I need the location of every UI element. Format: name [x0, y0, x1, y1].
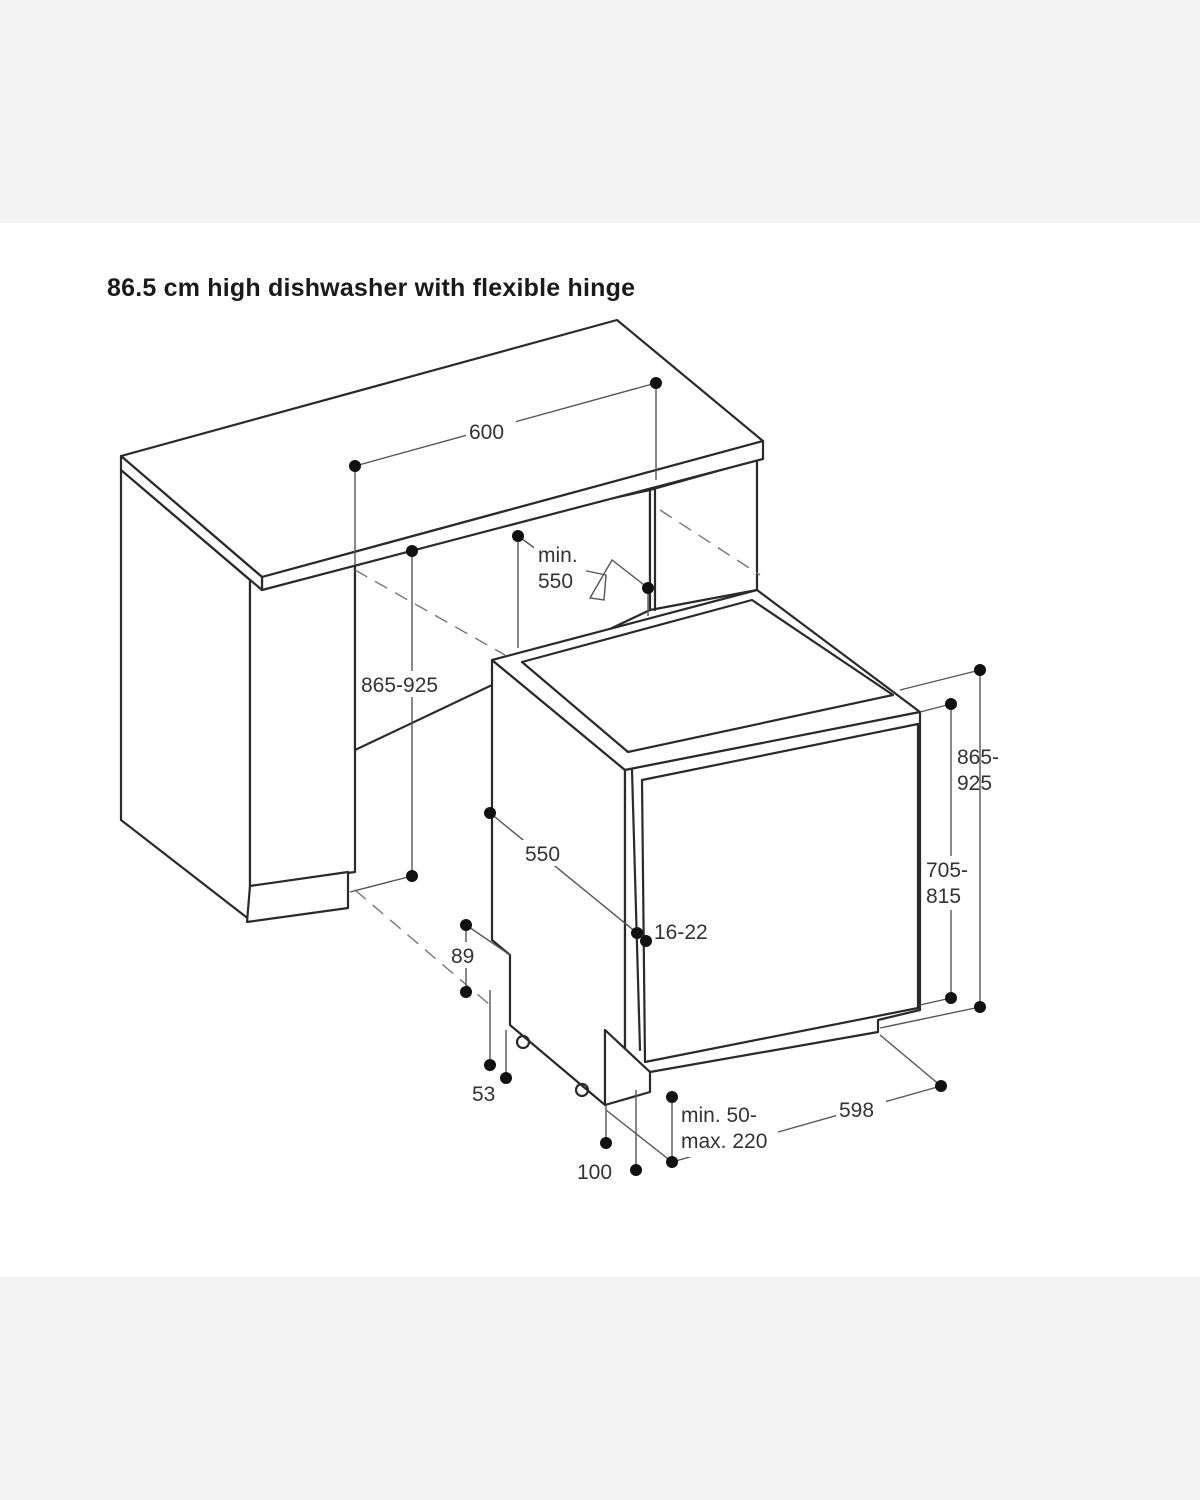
countertop-left-edge: [119, 454, 264, 592]
diagram-title: 86.5 cm high dishwasher with flexible hi…: [107, 274, 636, 302]
marker-door-thickness: [640, 935, 652, 947]
marker-appliance-height-top: [974, 664, 986, 676]
dishwasher-door: [640, 722, 920, 1064]
label-cabinet-width: 600: [469, 421, 504, 444]
cabinet-plinth: [245, 870, 350, 924]
dimension-markers: [349, 377, 986, 1176]
dim-ext-plinth-height: [465, 924, 511, 956]
label-door-height-line1: 705-: [926, 859, 968, 882]
bottom-margin-band: [0, 1277, 1200, 1500]
marker-niche-top: [406, 545, 418, 557]
label-plinth-gap-line1: min. 50-: [681, 1104, 757, 1127]
marker-plinth-gap-bottom: [666, 1156, 678, 1168]
dim-ext-appliance-height-bottom: [879, 1006, 981, 1029]
label-bg-600: [466, 418, 516, 444]
label-plinth-height: 89: [451, 945, 474, 968]
label-bg-min550: [534, 542, 586, 594]
marker-niche-bottom: [406, 870, 418, 882]
marker-53-left: [484, 1059, 496, 1071]
marker-53-right: [500, 1072, 512, 1084]
dishwasher-top-inset: [520, 598, 895, 754]
label-niche-height: 865-925: [361, 674, 438, 697]
label-recess-depth-min: min.: [538, 544, 578, 567]
label-appliance-depth: 550: [525, 843, 560, 866]
marker-min550-right: [642, 582, 654, 594]
marker-plinth-top: [460, 919, 472, 931]
top-margin-band: [0, 0, 1200, 223]
label-plinth-gap-line2: max. 220: [681, 1130, 767, 1153]
niche-floor-outline: [354, 509, 761, 1006]
foot-front: [574, 1082, 590, 1098]
foot-rear: [515, 1034, 531, 1050]
marker-door-height-bottom: [945, 992, 957, 1004]
label-recess-depth-value: 550: [538, 570, 573, 593]
marker-100-left: [600, 1137, 612, 1149]
dim-ext-appliance-height-top: [899, 669, 981, 691]
cabinet-front-panel: [248, 563, 357, 888]
label-foot-setback: 53: [472, 1083, 495, 1106]
marker-600-right: [650, 377, 662, 389]
marker-depth-front: [631, 927, 643, 939]
marker-door-height-top: [945, 698, 957, 710]
marker-plinth-bottom: [460, 986, 472, 998]
label-bg-598: [836, 1096, 886, 1122]
label-bg-plinth-gap: [678, 1101, 778, 1157]
marker-min550-left: [512, 530, 524, 542]
marker-plinth-gap-top: [666, 1091, 678, 1103]
label-appliance-width: 598: [839, 1099, 874, 1122]
label-door-thickness: 16-22: [654, 921, 708, 944]
niche-floor-dash-left: [354, 569, 506, 656]
dim-ext-598-right: [879, 1034, 942, 1087]
dim-line-100: [605, 1109, 673, 1163]
marker-depth-rear: [484, 807, 496, 819]
niche-floor-dash-front: [354, 889, 491, 1006]
dimension-labels: 600 min. 550 865-925 865- 925 705- 815 5…: [358, 418, 999, 1184]
marker-600-left: [349, 460, 361, 472]
niche-floor-dash-right: [659, 509, 761, 576]
marker-appliance-height-bottom: [974, 1001, 986, 1013]
label-bg-door-height: [924, 856, 976, 910]
label-plinth-depth: 100: [577, 1161, 612, 1184]
label-appliance-height-line2: 925: [957, 772, 992, 795]
marker-598-right: [935, 1080, 947, 1092]
dishwasher-plinth-recess: [603, 1028, 652, 1107]
label-bg-550: [522, 840, 570, 866]
label-bg-89: [449, 942, 483, 968]
dim-line-appliance-depth: [489, 812, 638, 934]
dim-ext-niche-height: [349, 875, 413, 893]
marker-100-right: [630, 1164, 642, 1176]
door-hinge-edge: [630, 768, 642, 1052]
label-appliance-height-line1: 865-: [957, 746, 999, 769]
label-bg-niche-height: [358, 671, 454, 697]
label-door-height-line2: 815: [926, 885, 961, 908]
